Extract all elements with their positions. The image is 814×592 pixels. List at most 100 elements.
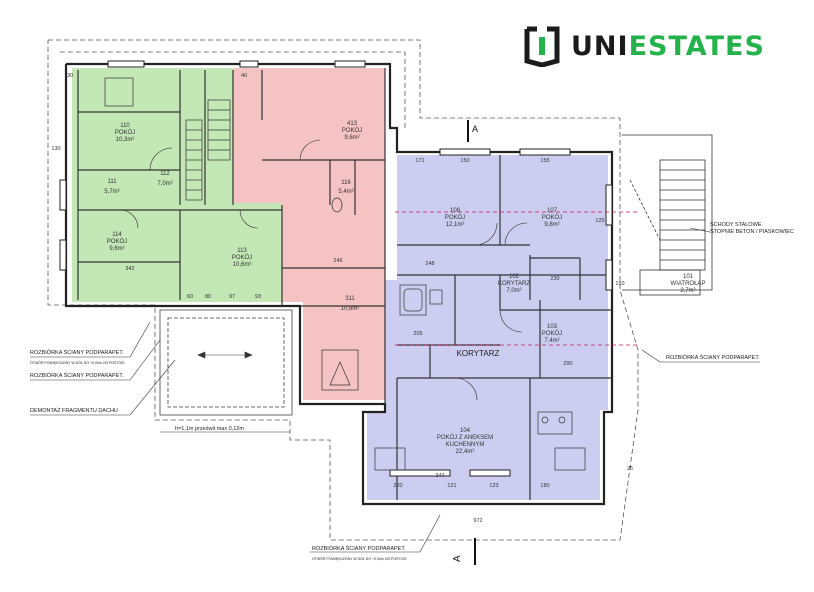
room-113-label: POKÓJ xyxy=(232,254,252,261)
room-104-label: POKÓJ Z ANEKSEM xyxy=(437,434,493,441)
brand-name-part1: UNI xyxy=(571,30,629,62)
room-107-area: 9,8m² xyxy=(544,222,559,228)
room-413-area: 9,6m² xyxy=(344,135,359,141)
room-101-number: 101 xyxy=(683,274,694,280)
dim-125: 125 xyxy=(595,218,604,224)
demolish-note-left-1-sub: OTWÓR POWIĘKSZONY W DÓŁ DO +0,00m OD POS… xyxy=(30,360,125,365)
dim-248: 248 xyxy=(425,261,434,267)
room-102-area: 7,0m² xyxy=(506,288,521,294)
section-a-top-label: A xyxy=(472,124,478,134)
room-labels: 110 POKÓJ 10,3m² 111 5,7m² 112 7,0m² 114… xyxy=(104,121,705,455)
dim-342: 342 xyxy=(125,266,134,272)
corridor-label: KORYTARZ xyxy=(457,349,500,358)
exterior-walls xyxy=(64,62,614,506)
room-113-number: 113 xyxy=(237,248,247,254)
exterior-stairs xyxy=(622,134,713,296)
room-103-label: POKÓJ xyxy=(542,330,562,337)
room-102-number: 102 xyxy=(509,274,520,280)
demolish-note-right: ROZBIÓRKA ŚCIANY PODPARAPET. xyxy=(666,353,760,361)
dim-25: 25 xyxy=(627,466,633,472)
dim-40: 40 xyxy=(241,73,247,79)
room-110-label: POKÓJ xyxy=(115,129,135,136)
room-311-area: 10,6m² xyxy=(341,306,360,312)
dimension-labels: 171 150 155 248 342 246 344 220 121 123 … xyxy=(51,73,633,524)
room-116-area: 5,4m² xyxy=(338,189,353,195)
room-101-label: WIATROŁAP xyxy=(671,281,706,287)
roof-demolition-note: DEMONTAŻ FRAGMENTU DACHU xyxy=(30,407,118,414)
dim-155: 155 xyxy=(540,158,549,164)
terrace-arrows xyxy=(197,351,253,359)
room-103-number: 103 xyxy=(547,324,558,330)
bathroom-fixtures xyxy=(104,77,586,471)
section-marker-top: A xyxy=(467,120,478,142)
annotation-leaders xyxy=(30,227,760,553)
dim-205: 205 xyxy=(413,331,422,337)
dim-80: 80 xyxy=(205,294,211,300)
blue-zone xyxy=(367,155,608,500)
stairs-note-line1: SCHODY STALOWE xyxy=(710,222,762,228)
room-114-label: POKÓJ xyxy=(107,238,127,245)
room-110-number: 110 xyxy=(120,123,130,129)
dim-972: 972 xyxy=(473,518,482,524)
dim-130: 130 xyxy=(51,146,60,152)
dim-290: 290 xyxy=(563,361,572,367)
demolish-note-left-2: ROZBIÓRKA ŚCIANY PODPARAPET. xyxy=(30,371,124,379)
dim-121: 121 xyxy=(447,483,456,489)
brand-logo: UNIESTATES xyxy=(523,24,798,68)
room-108-number: 108 xyxy=(450,208,461,214)
room-111-number: 111 xyxy=(107,179,117,185)
room-102-label: KORYTARZ xyxy=(498,281,530,287)
dim-220: 220 xyxy=(393,483,402,489)
dim-93: 93 xyxy=(255,294,261,300)
room-413-label: POKÓJ xyxy=(342,127,362,134)
room-113-area: 10,6m² xyxy=(233,262,252,268)
demolish-note-left-1: ROZBIÓRKA ŚCIANY PODPARAPET. xyxy=(30,348,124,356)
dim-123: 123 xyxy=(489,483,498,489)
room-112-number: 112 xyxy=(160,171,170,177)
dim-171: 171 xyxy=(415,158,424,164)
room-103-area: 7,4m² xyxy=(544,338,559,344)
staircase xyxy=(185,99,231,201)
room-114-number: 114 xyxy=(112,232,122,238)
dim-180: 180 xyxy=(540,483,549,489)
room-112-area: 7,0m² xyxy=(157,181,172,187)
windows xyxy=(59,60,613,477)
dim-246: 246 xyxy=(333,258,342,264)
dim-344: 344 xyxy=(435,473,444,479)
room-107-number: 107 xyxy=(547,208,558,214)
dim-60: 60 xyxy=(187,294,193,300)
room-101-area: 2,7m² xyxy=(680,288,695,294)
dim-230: 230 xyxy=(550,276,559,282)
red-zone xyxy=(233,68,385,400)
dim-97: 97 xyxy=(229,294,235,300)
height-note: h=1,1m prześwit max 0,12m xyxy=(175,426,244,432)
bracket-shield-icon xyxy=(524,26,560,67)
room-108-area: 12,1m² xyxy=(446,222,465,228)
brand-name: UNIESTATES xyxy=(571,31,765,62)
green-zone xyxy=(72,68,282,302)
section-a-bottom-label: A xyxy=(452,555,463,562)
dim-30: 30 xyxy=(67,73,73,79)
annotation-texts: SCHODY STALOWE STOPNIE BETON / PIASKOWIE… xyxy=(30,222,794,561)
stairs-note-line2: STOPNIE BETON / PIASKOWIEC xyxy=(710,229,794,235)
demolish-note-bottom-sub: OTWÓR POWIĘKSZONY W DÓŁ DO +0,00m OD POS… xyxy=(312,556,407,561)
room-104-number: 104 xyxy=(460,428,471,434)
terrace xyxy=(159,309,293,416)
room-107-label: POKÓJ xyxy=(542,214,562,221)
room-110-area: 10,3m² xyxy=(116,137,135,143)
door-swings xyxy=(119,139,528,401)
room-108-label: POKÓJ xyxy=(445,214,465,221)
interior-walls xyxy=(77,68,612,500)
room-104-area: 22,4m² xyxy=(456,449,475,455)
section-marker-bottom: A xyxy=(452,538,476,565)
demolish-note-bottom: ROZBIÓRKA ŚCIANY PODPARAPET. xyxy=(312,544,406,552)
dim-150: 150 xyxy=(460,158,469,164)
room-413-number: 413 xyxy=(347,121,358,127)
room-104-label2: KUCHENNYM xyxy=(446,442,485,448)
brand-name-part2: ESTATES xyxy=(628,30,765,62)
room-116-number: 116 xyxy=(341,180,351,186)
room-114-area: 9,6m² xyxy=(109,246,124,252)
dim-150b: 150 xyxy=(615,281,624,287)
room-111-area: 5,7m² xyxy=(104,189,119,195)
